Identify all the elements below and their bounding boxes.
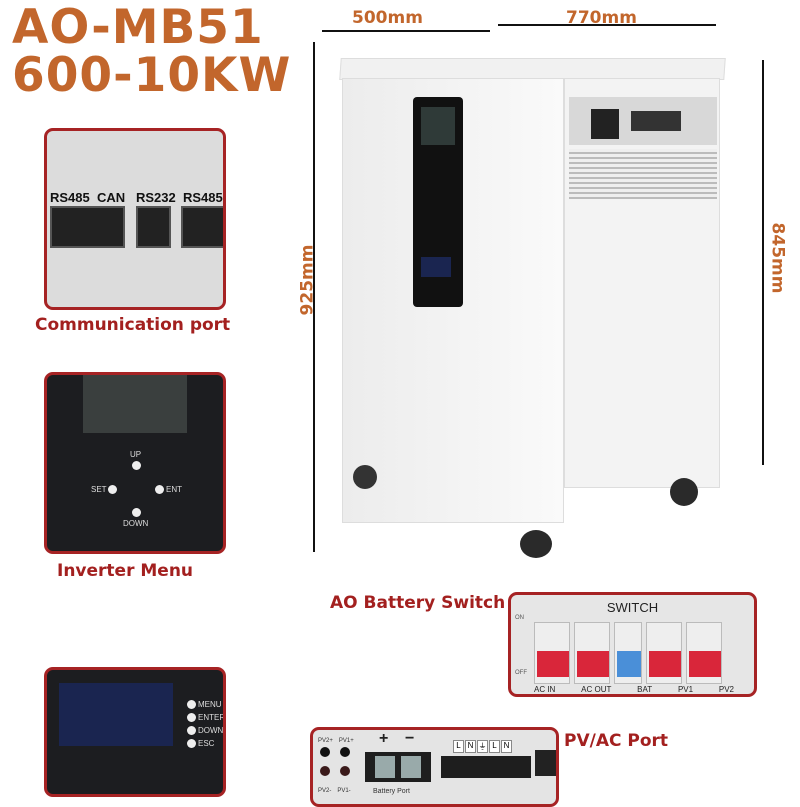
bms-display-image: MENU ENTER DOWN ESC — [44, 667, 226, 797]
lcd-screen — [83, 375, 187, 433]
terminal-l: L — [453, 740, 464, 753]
breaker-label-pv1: PV1 — [677, 685, 694, 694]
port-label-rs485-2: RS485 — [182, 190, 223, 205]
esc-label: ESC — [198, 739, 215, 748]
breaker-label-bat: BAT — [637, 685, 653, 694]
inverter-menu-caption: Inverter Menu — [57, 561, 194, 581]
pv-bottom-labels: PV2- PV1- — [318, 788, 351, 794]
ac-terminal-labels: L N ⏚ L N — [453, 740, 512, 753]
terminal-l: L — [489, 740, 500, 753]
communication-caption: Communication port — [35, 315, 231, 335]
ent-button — [155, 485, 164, 494]
ac-terminal-block — [441, 756, 531, 778]
width-dimension: 770mm — [566, 8, 637, 28]
model-title: AO-MB51 — [12, 0, 264, 55]
port-label-rs485: RS485 — [50, 190, 90, 205]
pv-ac-port-caption: PV/AC Port — [564, 731, 669, 751]
terminal-n: N — [465, 740, 476, 753]
ent-label: ENT — [166, 485, 182, 494]
battery-port-label: Battery Port — [373, 788, 410, 795]
body-height-dimension: 845mm — [767, 222, 788, 294]
bms-screen — [59, 683, 173, 746]
height-line — [313, 42, 315, 552]
breaker-label-ac-out: AC OUT — [581, 685, 612, 694]
on-label: ON — [515, 615, 524, 621]
pv-top-labels: PV2+ PV1+ — [318, 738, 354, 744]
rj45-port — [181, 206, 223, 248]
ground-icon: ⏚ — [477, 740, 488, 753]
port-label-can: CAN — [96, 190, 126, 205]
down-label: DOWN — [123, 519, 149, 528]
set-label: SET — [91, 485, 107, 494]
cabinet-top — [339, 58, 726, 80]
port-label-rs232: RS232 — [136, 190, 176, 205]
pv1-plus-label: PV1+ — [338, 738, 354, 744]
off-label: OFF — [515, 670, 527, 676]
caster-wheels — [348, 465, 728, 558]
breaker-label-pv2: PV2 — [718, 685, 734, 694]
communication-port-image: RS485 CAN RS232 RS485 — [44, 128, 226, 310]
vent-grille — [569, 149, 717, 199]
terminal-n: N — [501, 740, 512, 753]
pv1-minus-label: PV1- — [337, 788, 351, 794]
ac-output-socket — [535, 750, 556, 776]
down-label: DOWN — [198, 726, 224, 735]
battery-switch-caption: AO Battery Switch — [330, 593, 506, 613]
bms-button-list: MENU ENTER DOWN ESC — [187, 698, 226, 750]
switch-header: SWITCH — [606, 600, 659, 615]
menu-label: MENU — [198, 700, 222, 709]
power-title: 600-10KW — [12, 48, 292, 103]
cabinet-front — [342, 78, 564, 523]
control-panel — [413, 97, 463, 307]
switch-panel-image: SWITCH ON OFF AC IN AC OUT BAT PV1 PV2 — [508, 592, 757, 697]
total-height-dimension: 925mm — [297, 244, 318, 316]
enter-label: ENTER — [198, 713, 226, 722]
rj45-port — [136, 206, 171, 248]
port-panel-image: PV2+ PV1+ PV2- PV1- + − Battery Port L N ⏚… — [310, 727, 559, 807]
up-button — [132, 461, 141, 470]
up-label: UP — [130, 450, 142, 459]
breaker-labels: AC IN AC OUT BAT PV1 PV2 — [534, 685, 734, 694]
body-height-line — [762, 60, 764, 465]
breaker-label-ac-in: AC IN — [534, 685, 556, 694]
rj45-double-port — [50, 206, 125, 248]
cabinet-side — [564, 78, 720, 488]
depth-dimension: 500mm — [352, 8, 423, 28]
down-button — [132, 508, 141, 517]
width-line — [498, 24, 716, 26]
breaker-row — [534, 622, 722, 684]
battery-minus-label: − — [405, 730, 415, 747]
inverter-menu-image: UP SET ENT DOWN — [44, 372, 226, 554]
battery-terminal — [365, 752, 431, 782]
depth-line — [322, 30, 490, 32]
set-button — [108, 485, 117, 494]
side-terminal-area — [569, 97, 717, 145]
pv2-plus-label: PV2+ — [318, 738, 333, 744]
pv2-minus-label: PV2- — [318, 788, 332, 794]
battery-plus-label: + — [379, 730, 389, 747]
